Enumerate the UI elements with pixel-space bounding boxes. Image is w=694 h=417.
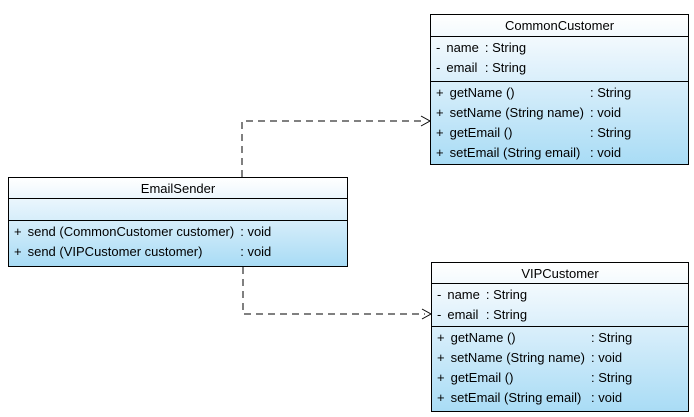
attributes-compartment [9, 199, 347, 221]
methods-compartment: + send (CommonCustomer customer) : void … [9, 221, 347, 262]
attribute-type: : String [484, 60, 527, 75]
method-visibility: + [437, 330, 445, 345]
class-title: CommonCustomer [431, 15, 688, 37]
attribute-name: name [446, 40, 479, 55]
method-signature: getEmail () [450, 370, 514, 385]
dependency-arrow-emailsender-to-commoncustomer[interactable] [241, 115, 432, 177]
open-arrowhead-icon [420, 115, 432, 127]
method-return-type: : String [590, 370, 633, 385]
method-return-type: : void [240, 224, 272, 239]
method-visibility: + [437, 390, 445, 405]
method-return-type: : void [589, 145, 622, 160]
method-visibility: + [436, 145, 444, 160]
method-return-type: : void [590, 350, 623, 365]
method-signature: getEmail () [449, 125, 513, 140]
method-signature: getName () [450, 330, 516, 345]
class-title: EmailSender [9, 178, 347, 199]
method-visibility: + [436, 125, 444, 140]
method-signature: setName (String name) [450, 350, 585, 365]
attribute-type: : String [484, 40, 527, 55]
method-signature: send (VIPCustomer customer) [27, 244, 203, 259]
class-title: VIPCustomer [432, 263, 688, 284]
method-visibility: + [437, 350, 445, 365]
method-signature: setName (String name) [449, 105, 584, 120]
method-return-type: : String [589, 125, 632, 140]
method-signature: getName () [449, 85, 515, 100]
dependency-arrow-emailsender-to-vipcustomer[interactable] [242, 267, 433, 320]
attribute-name: email [446, 60, 478, 75]
method-visibility: + [436, 85, 444, 100]
method-visibility: + [14, 244, 22, 259]
attribute-type: : String [485, 287, 528, 302]
method-signature: setEmail (String email) [450, 390, 582, 405]
method-return-type: : String [590, 330, 633, 345]
method-return-type: : void [589, 105, 622, 120]
attribute-name: name [447, 287, 480, 302]
method-return-type: : void [240, 244, 272, 259]
class-box-vipcustomer[interactable]: VIPCustomer - name : String - email : St… [431, 262, 689, 412]
method-visibility: + [437, 370, 445, 385]
attribute-visibility: - [436, 40, 441, 55]
methods-compartment: + getName () : String + setName (String … [431, 82, 688, 163]
method-visibility: + [436, 105, 444, 120]
method-visibility: + [14, 224, 22, 239]
attributes-compartment: - name : String - email : String [432, 284, 688, 327]
attribute-name: email [447, 307, 479, 322]
class-box-commoncustomer[interactable]: CommonCustomer - name : String - email :… [430, 14, 689, 165]
method-signature: setEmail (String email) [449, 145, 581, 160]
open-arrowhead-icon [421, 308, 433, 320]
methods-compartment: + getName () : String + setName (String … [432, 327, 688, 408]
attribute-type: : String [485, 307, 528, 322]
method-return-type: : String [589, 85, 632, 100]
class-box-emailsender[interactable]: EmailSender + send (CommonCustomer custo… [8, 177, 348, 267]
attributes-compartment: - name : String - email : String [431, 37, 688, 82]
method-return-type: : void [590, 390, 623, 405]
attribute-visibility: - [436, 60, 441, 75]
attribute-visibility: - [437, 287, 442, 302]
attribute-visibility: - [437, 307, 442, 322]
method-signature: send (CommonCustomer customer) [27, 224, 235, 239]
